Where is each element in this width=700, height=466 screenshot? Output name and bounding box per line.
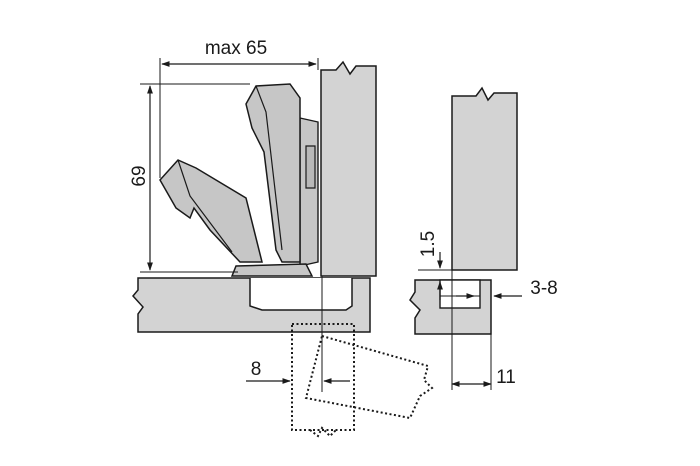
dotted-door-position xyxy=(291,323,355,431)
mounting-plate xyxy=(299,117,319,267)
cabinet-side-panel xyxy=(320,60,377,277)
right-door-cutout xyxy=(439,279,481,309)
hinge-arm-edge xyxy=(255,85,283,251)
hinge-link-arm xyxy=(159,159,263,263)
hinge-link-edge xyxy=(177,159,233,253)
dim-label-width: max 65 xyxy=(205,38,267,59)
dim-label-overlay: 3-8 xyxy=(530,278,557,299)
dotted-break xyxy=(309,426,337,438)
dotted-door-open xyxy=(304,334,434,420)
plate-slot xyxy=(305,145,316,189)
right-cabinet-side xyxy=(451,86,518,271)
dim-label-gap: 1.5 xyxy=(418,231,439,257)
dim-label-height: 69 xyxy=(129,165,150,186)
hinge-cup-boring xyxy=(249,278,353,311)
dim-label-offset: 8 xyxy=(251,359,262,380)
hinge-cup-top xyxy=(230,263,314,277)
dim-label-edge-distance: 11 xyxy=(496,367,516,388)
